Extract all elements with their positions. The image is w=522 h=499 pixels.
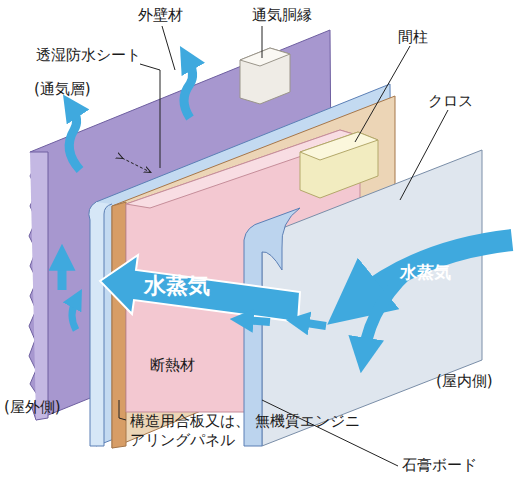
part-label: 断熱材 — [150, 356, 195, 375]
stud-top — [300, 132, 378, 160]
plywood-edge — [112, 202, 126, 448]
waterproof-sheet-curl — [89, 202, 112, 446]
outer-wall-edge — [30, 152, 48, 420]
part-label: 間柱 — [398, 28, 428, 47]
batten — [240, 48, 290, 104]
leader-line — [262, 400, 398, 466]
leader-line — [262, 26, 263, 58]
leader-line — [140, 64, 160, 168]
layer-label: (通気層) — [34, 80, 91, 99]
airflow-arrow — [58, 260, 67, 290]
side-label: (屋内側) — [436, 372, 493, 391]
part-label: 通気胴縁 — [252, 6, 312, 25]
flow-label: 水蒸気 — [400, 262, 451, 283]
part-label: 外壁材 — [138, 6, 183, 25]
airflow-arrow — [184, 60, 193, 118]
gap-dimension — [122, 158, 150, 172]
part-label: クロス — [428, 92, 473, 111]
part-label: 透湿防水シート — [36, 46, 141, 65]
vapour-arrow — [358, 240, 512, 300]
airflow-arrow — [72, 300, 76, 330]
side-label: (屋外側) — [4, 398, 61, 417]
leader-line — [400, 110, 448, 200]
airflow-arrow — [69, 108, 80, 170]
batten-top — [240, 48, 290, 66]
stud — [300, 132, 378, 198]
leader-line — [162, 26, 175, 70]
flow-label: 水蒸気 — [144, 272, 210, 300]
leader-line — [119, 400, 126, 420]
gypsum-board — [244, 208, 300, 446]
vapour-arrow — [300, 322, 326, 326]
vapour-arrow — [244, 320, 270, 322]
leader-line — [355, 46, 410, 142]
vapour-arrow — [100, 255, 300, 322]
part-label: 石膏ボード — [402, 456, 477, 475]
part-label: 構造用合板又は、 無機質エンジニアリングパネル — [130, 412, 370, 450]
